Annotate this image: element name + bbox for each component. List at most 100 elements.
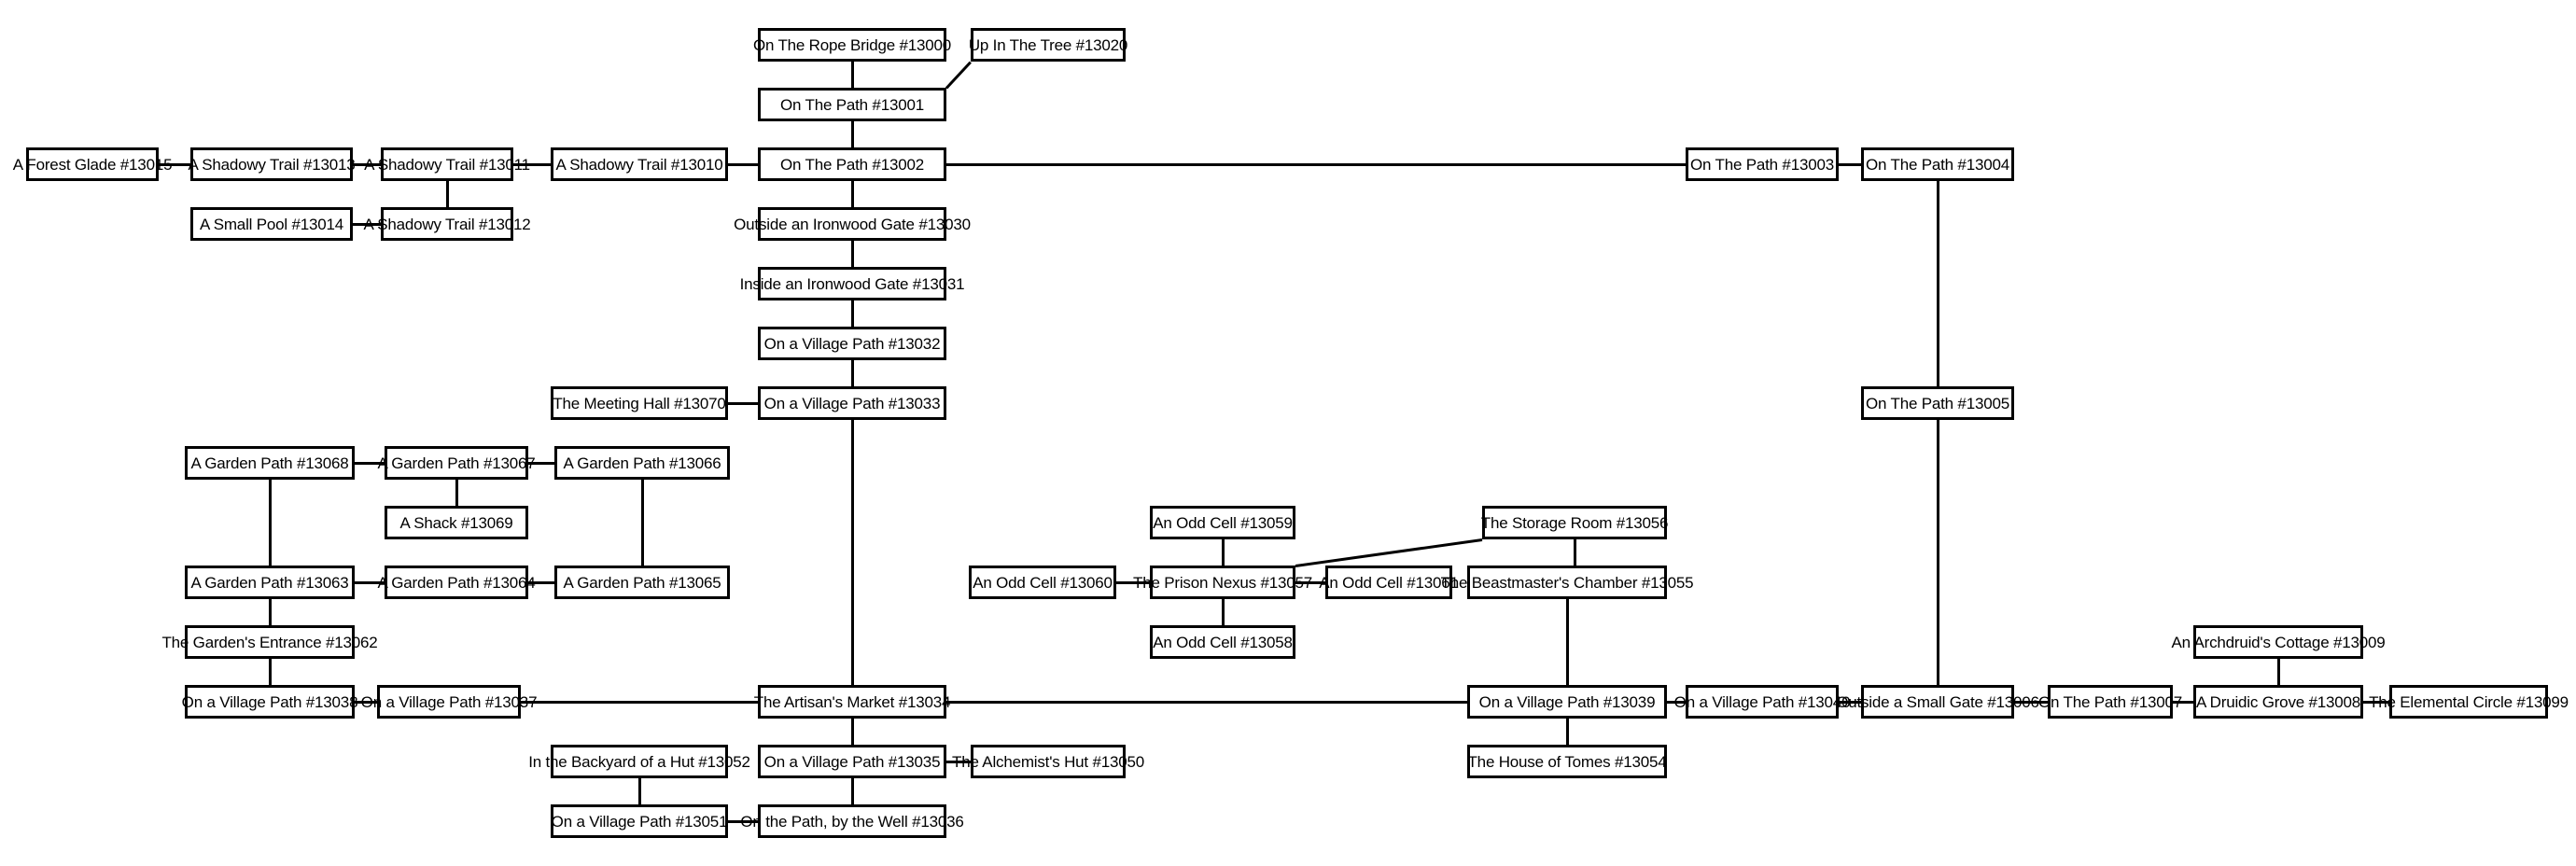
room-node-13005[interactable]: On The Path #13005 (1861, 386, 2014, 420)
room-node-13014[interactable]: A Small Pool #13014 (190, 207, 353, 241)
edge-13030-13031 (850, 241, 854, 267)
edge-13055-13039 (1565, 599, 1569, 685)
room-node-13034[interactable]: The Artisan's Market #13034 (754, 685, 950, 719)
edge-13011-13010 (513, 162, 551, 166)
room-node-13054[interactable]: The House of Tomes #13054 (1467, 745, 1667, 778)
room-label: A Shack #13069 (399, 513, 513, 532)
edge-13003-13004 (1839, 162, 1861, 166)
room-node-13055[interactable]: The Beastmaster's Chamber #13055 (1441, 566, 1694, 599)
room-label: The Meeting Hall #13070 (553, 394, 726, 412)
room-node-13057[interactable]: The Prison Nexus #13057 (1133, 566, 1312, 599)
room-node-13036[interactable]: On the Path, by the Well #13036 (740, 804, 964, 838)
room-node-13033[interactable]: On a Village Path #13033 (758, 386, 946, 420)
room-node-13035[interactable]: On a Village Path #13035 (758, 745, 946, 778)
edge-13063-13062 (268, 599, 272, 625)
edge-13002-13030 (850, 181, 854, 207)
edge-13060-13057 (1116, 580, 1150, 584)
room-label: A Forest Glade #13015 (12, 155, 173, 174)
room-label: On The Path #13002 (780, 155, 924, 174)
room-label: A Shadowy Trail #13012 (363, 215, 531, 233)
room-node-13061[interactable]: An Odd Cell #13061 (1319, 566, 1459, 599)
edge-13010-13002 (728, 162, 758, 166)
edge-13057-13056 (1295, 538, 1483, 567)
room-node-13003[interactable]: On The Path #13003 (1686, 147, 1839, 181)
edge-13015-13013 (159, 162, 190, 166)
room-node-13002[interactable]: On The Path #13002 (758, 147, 946, 181)
room-node-13070[interactable]: The Meeting Hall #13070 (551, 386, 728, 420)
room-node-13031[interactable]: Inside an Ironwood Gate #13031 (740, 267, 965, 300)
room-node-13062[interactable]: The Garden's Entrance #13062 (161, 625, 378, 659)
room-label: A Garden Path #13065 (563, 573, 721, 592)
room-label: The House of Tomes #13054 (1467, 752, 1667, 771)
room-node-13030[interactable]: Outside an Ironwood Gate #13030 (734, 207, 971, 241)
room-node-13065[interactable]: A Garden Path #13065 (554, 566, 730, 599)
edge-13056-13055 (1573, 539, 1576, 566)
room-label: On The Path #13003 (1690, 155, 1834, 174)
edge-13000-13001 (850, 62, 854, 88)
edge-13007-13008 (2173, 700, 2193, 704)
edge-13040-13006 (1839, 700, 1861, 704)
room-node-13000[interactable]: On The Rope Bridge #13000 (753, 28, 951, 62)
edge-13035-13050 (946, 760, 971, 763)
room-label: An Odd Cell #13061 (1319, 573, 1459, 592)
room-node-13015[interactable]: A Forest Glade #13015 (13, 147, 173, 181)
room-label: On The Rope Bridge #13000 (752, 35, 952, 54)
room-node-13067[interactable]: A Garden Path #13067 (378, 446, 536, 480)
edge-13038-13037 (355, 700, 377, 704)
room-label: On a Village Path #13051 (551, 812, 728, 831)
room-node-13032[interactable]: On a Village Path #13032 (758, 327, 946, 360)
room-node-13001[interactable]: On The Path #13001 (758, 88, 946, 121)
room-node-13056[interactable]: The Storage Room #13056 (1481, 506, 1668, 539)
room-node-13040[interactable]: On a Village Path #13040 (1674, 685, 1851, 719)
room-node-13013[interactable]: A Shadowy Trail #13013 (189, 147, 356, 181)
room-node-13063[interactable]: A Garden Path #13063 (185, 566, 355, 599)
room-node-13059[interactable]: An Odd Cell #13059 (1150, 506, 1295, 539)
room-node-13066[interactable]: A Garden Path #13066 (554, 446, 730, 480)
edge-13039-13054 (1565, 719, 1569, 745)
edge-13067-13069 (455, 480, 458, 506)
room-label: An Odd Cell #13060 (973, 573, 1113, 592)
room-label: A Garden Path #13064 (377, 573, 536, 592)
room-node-13051[interactable]: On a Village Path #13051 (551, 804, 728, 838)
room-node-13006[interactable]: Outside a Small Gate #13006 (1836, 685, 2039, 719)
room-label: Outside a Small Gate #13006 (1836, 692, 2039, 711)
edge-13052-13051 (637, 778, 641, 804)
room-node-13010[interactable]: A Shadowy Trail #13010 (551, 147, 728, 181)
room-label: On a Village Path #13040 (1673, 692, 1851, 711)
room-label: Up In The Tree #13020 (968, 35, 1128, 54)
room-label: On a Village Path #13039 (1478, 692, 1656, 711)
room-label: An Archdruid's Cottage #13009 (2171, 633, 2386, 651)
room-label: A Druidic Grove #13008 (2195, 692, 2361, 711)
room-node-13012[interactable]: A Shadowy Trail #13012 (364, 207, 531, 241)
room-node-13039[interactable]: On a Village Path #13039 (1467, 685, 1667, 719)
room-node-13008[interactable]: A Druidic Grove #13008 (2193, 685, 2363, 719)
room-node-13058[interactable]: An Odd Cell #13058 (1150, 625, 1295, 659)
room-label: A Garden Path #13063 (190, 573, 349, 592)
room-node-13009[interactable]: An Archdruid's Cottage #13009 (2172, 625, 2386, 659)
room-node-13069[interactable]: A Shack #13069 (385, 506, 528, 539)
room-node-13037[interactable]: On a Village Path #13037 (361, 685, 538, 719)
room-node-13060[interactable]: An Odd Cell #13060 (969, 566, 1116, 599)
room-node-13068[interactable]: A Garden Path #13068 (185, 446, 355, 480)
room-label: An Odd Cell #13059 (1153, 513, 1293, 532)
room-node-13099[interactable]: The Elemental Circle #13099 (2369, 685, 2569, 719)
room-label: On the Path, by the Well #13036 (740, 812, 964, 831)
edge-13059-13057 (1221, 539, 1225, 566)
room-node-13020[interactable]: Up In The Tree #13020 (968, 28, 1128, 62)
room-node-13064[interactable]: A Garden Path #13064 (378, 566, 536, 599)
edge-13001-13020 (945, 60, 973, 90)
edge-13037-13034 (521, 700, 758, 704)
room-node-13004[interactable]: On The Path #13004 (1861, 147, 2014, 181)
room-node-13050[interactable]: The Alchemist's Hut #13050 (952, 745, 1144, 778)
room-label: The Artisan's Market #13034 (753, 692, 951, 711)
room-node-13038[interactable]: On a Village Path #13038 (182, 685, 358, 719)
room-node-13052[interactable]: In the Backyard of a Hut #13052 (528, 745, 750, 778)
edge-13034-13035 (850, 719, 854, 745)
room-label: The Garden's Entrance #13062 (161, 633, 378, 651)
room-label: A Shadowy Trail #13011 (364, 155, 530, 174)
edge-13031-13032 (850, 300, 854, 327)
edge-13033-13034 (850, 420, 854, 685)
room-node-13011[interactable]: A Shadowy Trail #13011 (364, 147, 530, 181)
room-node-13007[interactable]: On The Path #13007 (2038, 685, 2182, 719)
